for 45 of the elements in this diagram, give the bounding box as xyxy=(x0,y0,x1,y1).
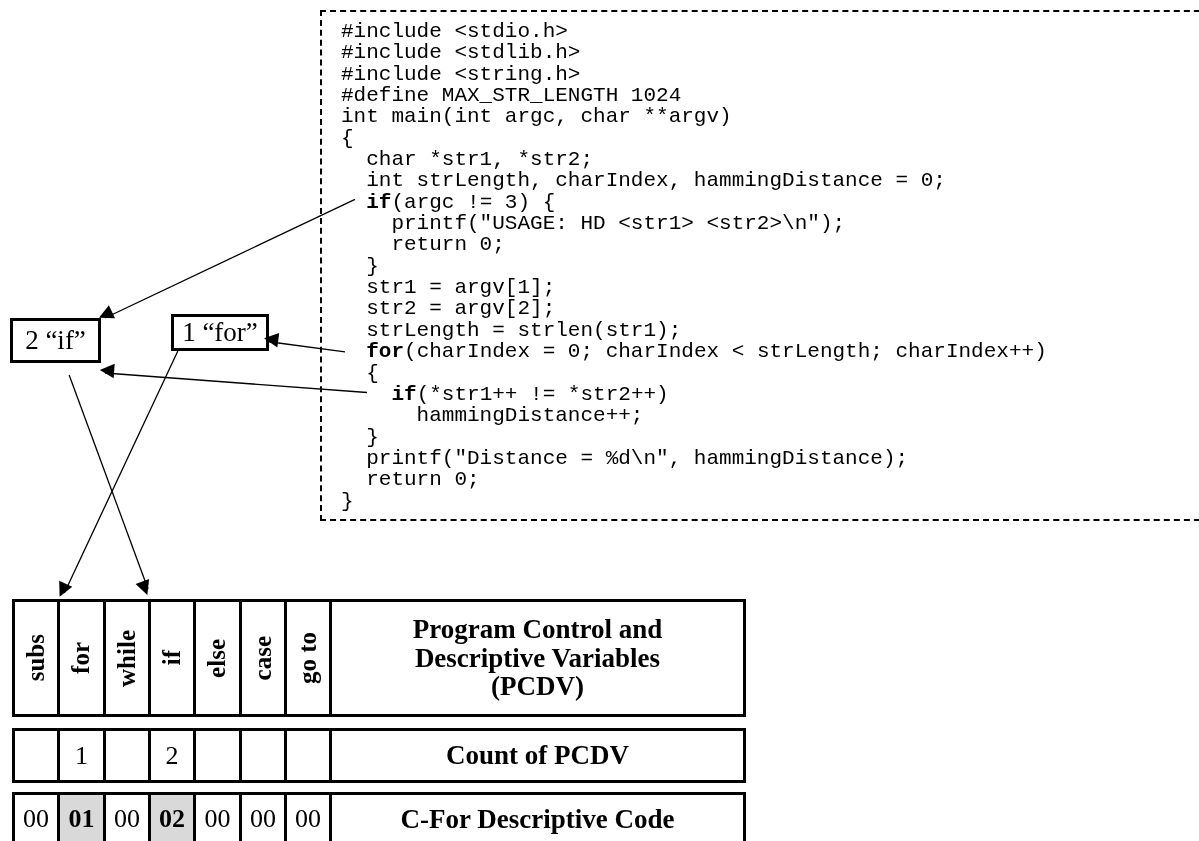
code-line: if(*str1++ != *str2++) xyxy=(341,383,669,406)
arrow xyxy=(59,350,179,597)
code-line: int main(int argc, char **argv) xyxy=(341,106,732,128)
code-line: for(charIndex = 0; charIndex < strLength; charIndex++) xyxy=(341,341,1047,363)
arrow xyxy=(99,363,368,394)
code-line: } xyxy=(341,255,379,278)
count-tag: 2 “if” xyxy=(10,318,101,363)
code-line: int strLength, charIndex, hammingDistance = 0; xyxy=(341,170,946,192)
code-line: } xyxy=(341,426,379,448)
arrow xyxy=(264,333,346,353)
arrow xyxy=(68,374,150,595)
code-line: } xyxy=(341,490,354,512)
column-header: for xyxy=(57,599,106,717)
code-line: #include <stdlib.h> xyxy=(341,42,581,64)
code-listing-box xyxy=(320,10,1199,521)
column-header: while xyxy=(103,599,151,717)
code-line: if(argc != 3) { xyxy=(341,191,556,214)
code-line: return 0; xyxy=(341,469,480,491)
code-line: #include <string.h> xyxy=(341,63,581,86)
highlighted-code-cell: 01 xyxy=(57,792,106,841)
code-line: printf("USAGE: HD <str1> <str2>\n"); xyxy=(341,213,846,235)
code-line: #include <stdio.h> xyxy=(341,21,568,43)
code-line: return 0; xyxy=(341,234,505,256)
code-line: hammingDistance++; xyxy=(341,405,644,427)
column-header: subs xyxy=(12,599,60,717)
row-label: Count of PCDV xyxy=(329,728,746,783)
row-label: C-For Descriptive Code xyxy=(329,792,746,841)
count-cell: 1 xyxy=(57,728,106,783)
code-line: printf("Distance = %d\n", hammingDistance); xyxy=(341,447,909,470)
column-header: else xyxy=(193,599,242,717)
code-line: { xyxy=(341,362,379,384)
count-cell: 2 xyxy=(148,728,196,783)
code-line: #define MAX_STR_LENGTH 1024 xyxy=(341,85,682,107)
highlighted-code-cell: 02 xyxy=(148,792,196,841)
code-line: strLength = strlen(str1); xyxy=(341,319,682,342)
code-line: char *str1, *str2; xyxy=(341,149,594,171)
column-header: go to xyxy=(284,599,332,717)
column-header: if xyxy=(148,599,196,717)
arrow xyxy=(98,198,356,319)
code-line: str1 = argv[1]; xyxy=(341,277,556,299)
code-line: str2 = argv[2]; xyxy=(341,298,556,320)
table-heading: Program Control and Descriptive Variables (PCDV) xyxy=(329,599,746,717)
count-tag: 1 “for” xyxy=(171,314,269,351)
code-line: { xyxy=(341,127,354,150)
column-header: case xyxy=(239,599,287,717)
